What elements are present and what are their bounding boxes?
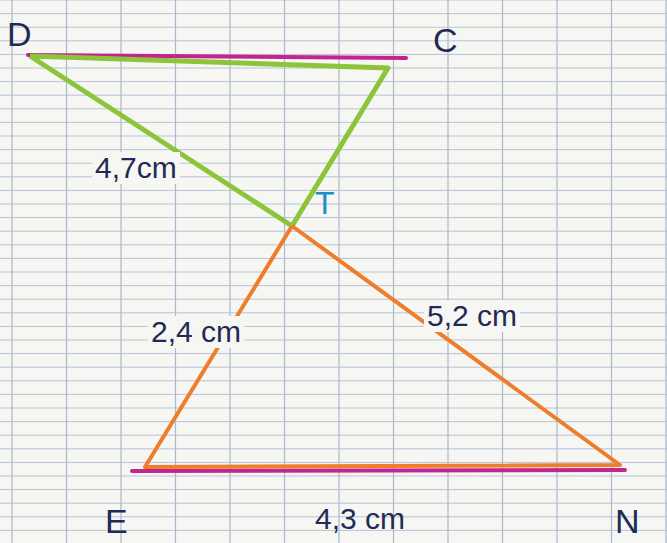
grid-line [0,353,667,354]
grid-line [0,380,667,381]
grid-line [0,149,667,150]
triangle-dct [30,56,388,226]
grid-line [556,0,557,543]
line-en [132,470,625,471]
grid-line [0,435,667,436]
grid-line [0,272,667,273]
grid-line [0,108,667,109]
grid-line [175,0,176,543]
point-label: T [312,186,338,220]
grid-line [11,0,12,543]
dimension-label: 5,2 cm [424,300,520,332]
grid-line [0,326,667,327]
grid-line [0,285,667,286]
grid-line [0,122,667,123]
point-label: D [4,16,35,52]
triangle-ten [145,226,620,467]
grid-line [229,0,230,543]
grid-line [0,312,667,313]
grid-line [338,0,339,543]
grid-line [665,0,666,543]
grid-line [447,0,448,543]
grid-line [502,0,503,543]
grid-line [120,0,121,543]
grid-line [0,27,667,28]
grid-line [0,136,667,137]
grid-line [0,40,667,41]
grid-line [0,231,667,232]
grid-line [0,421,667,422]
grid-line [0,299,667,300]
grid-line [0,408,667,409]
grid-line [0,448,667,449]
grid-line [0,244,667,245]
grid-line [0,95,667,96]
grid-line [0,462,667,463]
dimension-label: 4,7cm [92,152,180,184]
point-label: N [612,503,643,539]
grid-line [0,340,667,341]
point-label: C [430,22,461,58]
grid-line [0,0,667,1]
grid-line [0,81,667,82]
grid-line [0,367,667,368]
grid-line [393,0,394,543]
point-label: E [102,503,131,539]
grid-line [284,0,285,543]
grid-line [0,394,667,395]
dimension-label: 4,3 cm [312,503,408,535]
grid-line [0,13,667,14]
grid-line [0,476,667,477]
dimension-label: 2,4 cm [148,316,244,348]
grid-line [0,489,667,490]
